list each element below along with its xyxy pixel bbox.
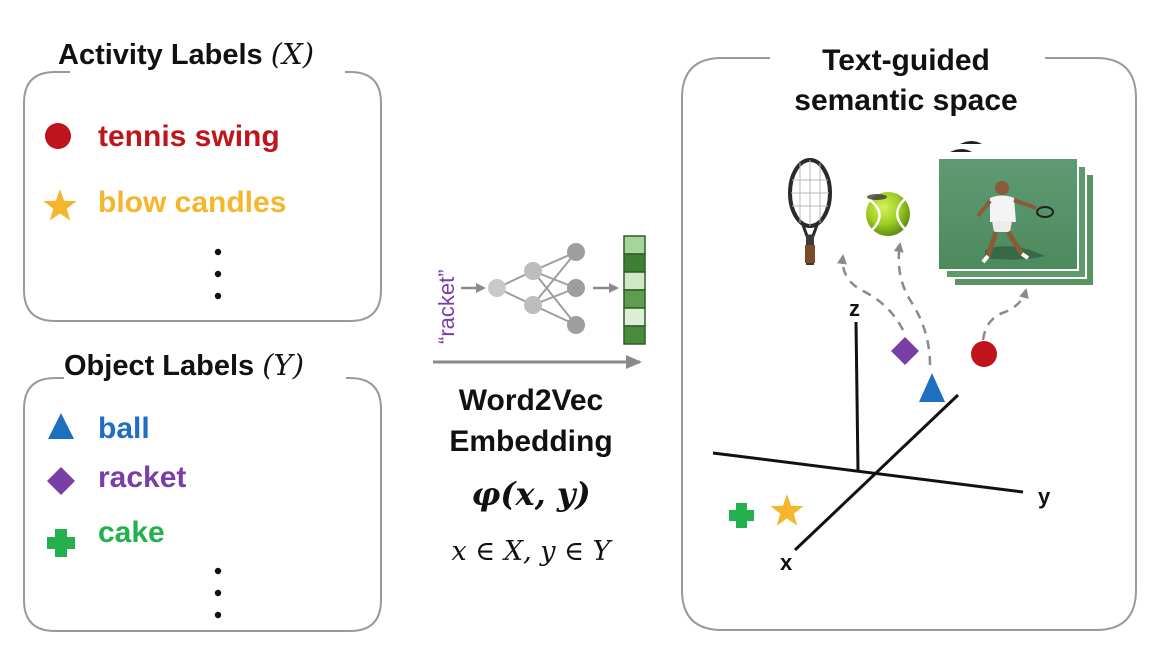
object-item-cake: cake	[98, 516, 165, 549]
object-box-title: Object Labels (Y)	[64, 348, 304, 382]
embedding-domain: x ∈ X, y ∈ Y	[452, 536, 613, 567]
triangle-point-icon	[919, 373, 945, 402]
tennis-player-photo	[937, 141, 1095, 287]
object-ellipsis	[214, 567, 222, 619]
z-axis	[854, 321, 860, 472]
star-icon	[43, 189, 77, 221]
object-item-ball: ball	[98, 412, 150, 445]
input-word-racket: “racket”	[434, 269, 459, 344]
activity-box-title: Activity Labels (X)	[58, 37, 314, 71]
embedding-title-line1: Word2Vec	[459, 384, 604, 417]
x-axis-label: x	[780, 550, 793, 575]
semantic-title-line2: semantic space	[794, 84, 1017, 117]
embedding-title-line2: Embedding	[449, 425, 612, 458]
projection-arrows	[837, 242, 1029, 366]
y-axis	[712, 451, 1024, 494]
activity-item-blow-candles: blow candles	[98, 186, 286, 219]
semantic-space-panel: Text-guided semantic space	[681, 44, 1137, 631]
axes-3d	[712, 321, 1024, 552]
diamond-point-icon	[891, 337, 919, 365]
diamond-icon	[47, 467, 75, 495]
triangle-to-ball-arrow	[893, 242, 932, 366]
circle-icon	[45, 123, 71, 149]
vector-cell	[623, 271, 646, 291]
embedding-vector	[623, 235, 646, 345]
tennis-ball-image	[866, 192, 910, 236]
object-box-outline	[23, 377, 382, 632]
vector-cell	[623, 325, 646, 345]
activity-box-outline	[23, 71, 382, 322]
triangle-icon	[48, 413, 74, 439]
plus-point-icon	[729, 503, 754, 528]
circle-point-icon	[971, 341, 997, 367]
object-item-racket: racket	[98, 461, 186, 494]
diamond-to-racket-arrow	[837, 254, 905, 331]
vector-cell	[623, 289, 646, 309]
vector-cell	[623, 235, 646, 255]
vector-cell	[623, 253, 646, 273]
racket-image	[788, 158, 832, 265]
activity-labels-panel: Activity Labels (X) tennis swing blow ca…	[23, 37, 382, 322]
network-nodes	[488, 243, 585, 334]
embedding-module: “racket” Word2Vec Embedding	[433, 235, 646, 567]
x-axis	[793, 393, 960, 552]
star-point-icon	[770, 494, 804, 526]
activity-item-tennis-swing: tennis swing	[98, 120, 280, 153]
circle-to-photo-arrow	[981, 288, 1029, 341]
y-axis-label: y	[1038, 484, 1051, 509]
object-labels-panel: Object Labels (Y) ball racket cake	[23, 348, 382, 632]
semantic-box-outline	[681, 57, 1137, 631]
semantic-title-line1: Text-guided	[822, 44, 990, 77]
embedding-formula: φ(x, y)	[471, 475, 590, 513]
activity-ellipsis	[214, 248, 222, 300]
plus-icon	[47, 529, 75, 557]
z-axis-label: z	[849, 296, 860, 321]
vector-cell	[623, 307, 646, 327]
